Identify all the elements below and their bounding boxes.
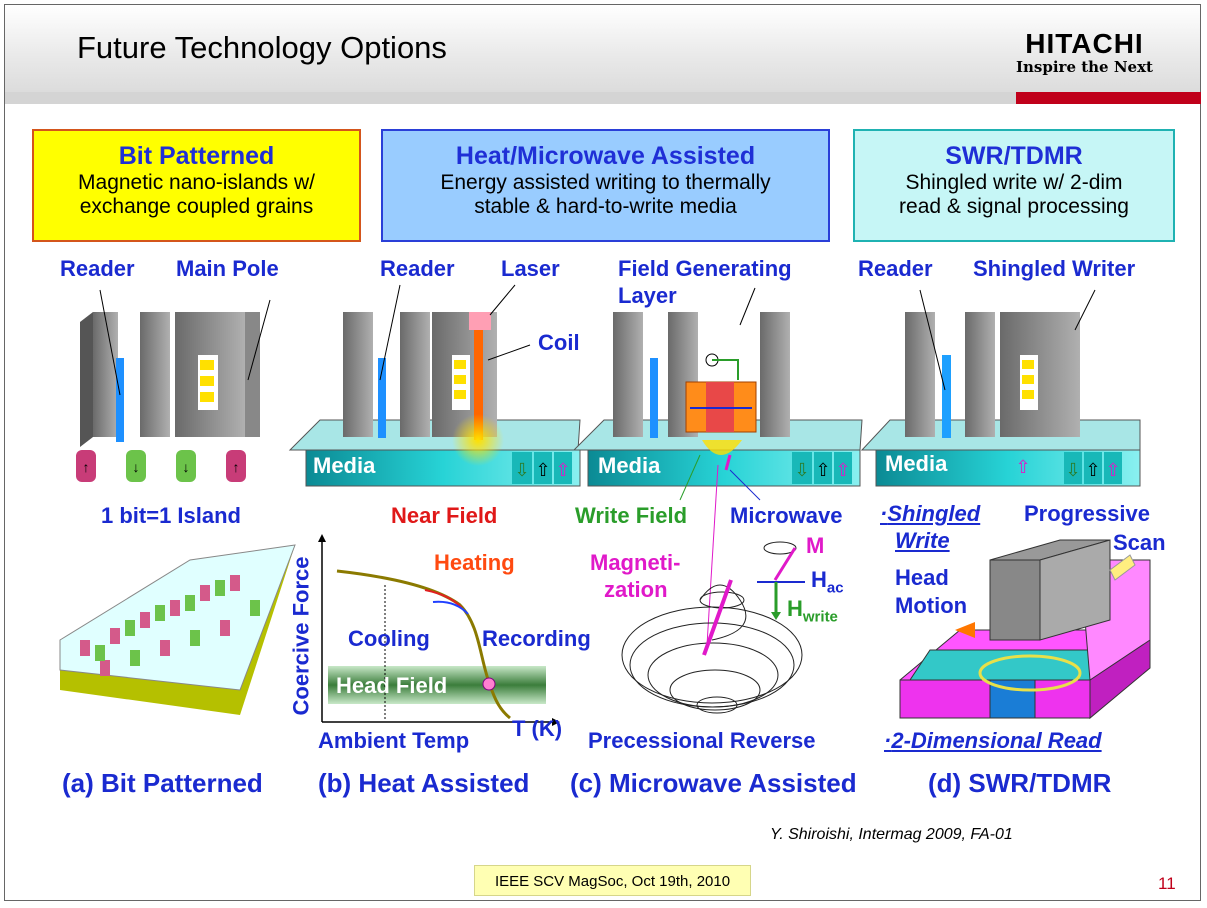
heat-microwave-box: Heat/Microwave Assisted Energy assisted …	[381, 129, 830, 242]
label-2d-read: ·2-Dimensional Read	[884, 728, 1102, 753]
label-shingled-writer: Shingled Writer	[973, 256, 1136, 281]
label-media-c: Media	[598, 453, 661, 478]
label-motion: Motion	[895, 593, 968, 618]
label-m: M	[806, 533, 825, 558]
page-number: 11	[1158, 874, 1176, 893]
header-divider	[5, 92, 1016, 104]
bit-patterned-head-illustration	[80, 289, 271, 447]
hitachi-logo: HITACHI Inspire the Next	[1016, 28, 1153, 77]
label-hac: Hac	[811, 567, 844, 596]
box-line: Shingled write w/ 2-dim	[905, 171, 1123, 194]
label-hac-main: H	[811, 567, 827, 592]
logo-tagline: Inspire the Next	[1016, 58, 1153, 76]
box-line: read & signal processing	[899, 195, 1129, 218]
box-title: Bit Patterned	[118, 142, 275, 170]
label-field-generating: Field Generating	[618, 256, 792, 281]
citation: Y. Shiroishi, Intermag 2009, FA-01	[770, 826, 1013, 843]
svg-text:⇧: ⇧	[555, 460, 570, 480]
label-magnetization-2: zation	[604, 577, 668, 602]
label-reader-b: Reader	[380, 256, 455, 281]
bit-patterned-box: Bit Patterned Magnetic nano-islands w/ e…	[32, 129, 361, 242]
label-microwave: Microwave	[730, 503, 843, 528]
footer-label: IEEE SCV MagSoc, Oct 19th, 2010	[474, 865, 751, 896]
patterned-media-disk	[59, 544, 296, 715]
label-layer: Layer	[618, 283, 677, 308]
label-reader-a: Reader	[60, 256, 135, 281]
label-write-field: Write Field	[575, 503, 688, 528]
box-line: exchange coupled grains	[79, 195, 314, 218]
label-reader-d: Reader	[858, 256, 933, 281]
label-head-field: Head Field	[336, 673, 448, 698]
brand-accent-bar	[1016, 92, 1201, 104]
caption-b: (b) Heat Assisted	[318, 768, 530, 798]
label-hac-sub: ac	[826, 579, 844, 597]
label-laser: Laser	[501, 256, 560, 281]
svg-text:↓: ↓	[183, 459, 190, 475]
label-recording: Recording	[482, 626, 591, 651]
caption-d: (d) SWR/TDMR	[928, 768, 1112, 798]
label-hwrite-main: H	[787, 596, 803, 621]
label-heating: Heating	[434, 550, 515, 575]
label-media-d: Media	[885, 451, 948, 476]
label-hwrite: Hwrite	[787, 596, 838, 625]
label-near-field: Near Field	[391, 503, 498, 528]
box-line: Magnetic nano-islands w/	[78, 171, 315, 194]
heat-assisted-head-illustration: ⇩ ⇧ ⇧	[288, 284, 581, 487]
svg-text:⇧: ⇧	[1085, 460, 1100, 480]
box-line: Energy assisted writing to thermally	[440, 171, 771, 194]
label-2d-read-text: 2-Dimensional Read	[891, 728, 1102, 753]
caption-c: (c) Microwave Assisted	[570, 768, 857, 798]
label-progressive: Progressive	[1024, 501, 1150, 526]
label-shingled: ·Shingled	[880, 501, 981, 526]
label-media-b: Media	[313, 453, 376, 478]
label-head: Head	[895, 565, 949, 590]
label-coercive-force: Coercive Force	[288, 556, 314, 716]
label-cooling: Cooling	[348, 626, 430, 651]
label-tk: T (K)	[512, 716, 563, 741]
svg-text:⇩: ⇩	[1065, 460, 1080, 480]
svg-text:⇩: ⇩	[514, 460, 529, 480]
slide-title: Future Technology Options	[77, 30, 447, 65]
svg-text:⇧: ⇧	[815, 460, 830, 480]
slide-header	[5, 5, 1200, 92]
box-line: stable & hard-to-write media	[474, 195, 737, 218]
microwave-assisted-head-illustration: ⇩ ⇧ ⇧	[572, 287, 863, 646]
svg-text:⇧: ⇧	[1105, 460, 1120, 480]
label-hwrite-sub: write	[802, 608, 838, 626]
label-coil: Coil	[538, 330, 580, 355]
svg-text:⇧: ⇧	[535, 460, 550, 480]
slide-frame	[4, 4, 1201, 901]
label-write: Write	[895, 528, 950, 553]
swr-tdmr-box: SWR/TDMR Shingled write w/ 2-dim read & …	[853, 129, 1175, 242]
svg-text:⇧: ⇧	[1015, 457, 1030, 477]
logo-brand: HITACHI	[1025, 28, 1144, 59]
coercive-force-graph	[318, 534, 560, 726]
label-ambient-temp: Ambient Temp	[318, 728, 470, 753]
svg-text:⇩: ⇩	[794, 460, 809, 480]
label-shingled-text: Shingled	[887, 501, 981, 526]
label-magnetization-1: Magneti-	[590, 550, 681, 575]
box-title: Heat/Microwave Assisted	[455, 142, 756, 170]
svg-text:↓: ↓	[133, 459, 140, 475]
label-precessional-reverse: Precessional Reverse	[588, 728, 816, 753]
label-island: 1 bit=1 Island	[101, 503, 241, 528]
svg-text:⇧: ⇧	[835, 460, 850, 480]
two-dimensional-read-illustration	[899, 539, 1151, 720]
precession-spiral	[621, 541, 805, 714]
label-scan: Scan	[1113, 530, 1166, 555]
magnetic-islands: ↑ ↓ ↓ ↑	[76, 450, 246, 482]
label-main-pole: Main Pole	[176, 256, 279, 281]
caption-a: (a) Bit Patterned	[62, 768, 263, 798]
svg-text:↑: ↑	[233, 459, 240, 475]
box-title: SWR/TDMR	[945, 142, 1083, 170]
svg-text:↑: ↑	[83, 459, 90, 475]
shingled-head-illustration: ⇩ ⇧ ⇧ ⇧	[860, 289, 1141, 487]
